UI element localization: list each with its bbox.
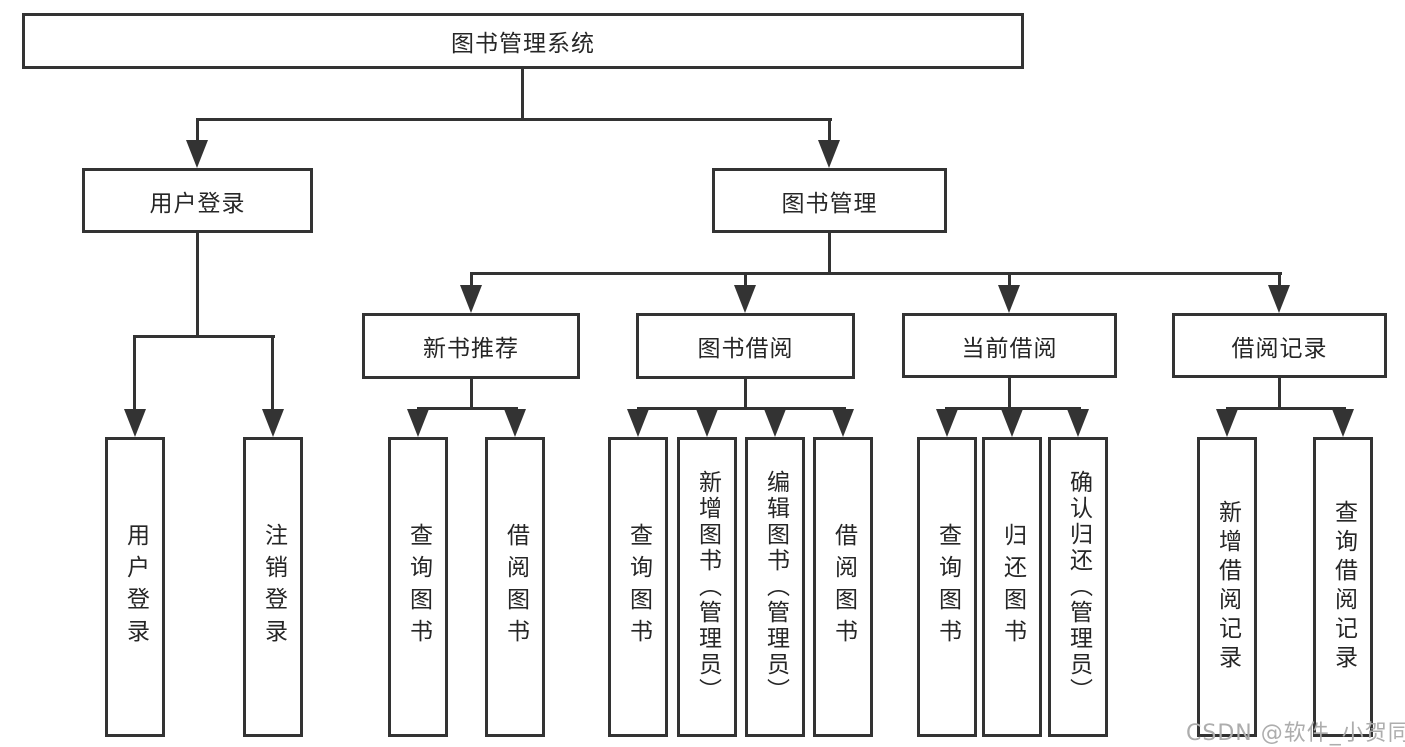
arrowhead-to-borrowing-records xyxy=(1268,285,1290,313)
node-borrowing-records: 借阅记录 xyxy=(1172,313,1387,378)
connector-nbr-stem xyxy=(470,379,473,410)
node-current-borrowing: 当前借阅 xyxy=(902,313,1117,378)
connector-bookborrow-stem xyxy=(744,272,747,288)
connector-cb-stem xyxy=(1008,378,1011,410)
arrowhead-to-nbr-borrow xyxy=(504,409,526,437)
arrowhead-to-br-add xyxy=(1216,409,1238,437)
leaf-bb-query-books: 查询图书 xyxy=(608,437,668,737)
arrowhead-to-bb-borrow xyxy=(832,409,854,437)
leaf-nbr-query-books: 查询图书 xyxy=(388,437,448,737)
arrowhead-to-user-login xyxy=(186,140,208,168)
connector-br-stem xyxy=(1278,378,1281,410)
connector-bookmgmt-bar xyxy=(470,272,1282,275)
arrowhead-to-book-borrowing xyxy=(734,285,756,313)
connector-currentborrow-stem xyxy=(1008,272,1011,288)
csdn-watermark: CSDN @软件_小贺同学 xyxy=(1186,721,1405,746)
connector-newbookrec-stem xyxy=(470,272,473,288)
leaf-br-add-record: 新增借阅记录 xyxy=(1197,437,1257,737)
connector-bb-bar xyxy=(637,407,846,410)
connector-br-bar xyxy=(1226,407,1346,410)
node-new-book-recommend: 新书推荐 xyxy=(362,313,580,379)
arrowhead-to-user-login-leaf xyxy=(124,409,146,437)
connector-root-stem xyxy=(521,66,524,120)
leaf-bb-edit-books-admin: 编辑图书（管理员） xyxy=(745,437,805,737)
leaf-cb-query-books: 查询图书 xyxy=(917,437,977,737)
arrowhead-to-cb-return xyxy=(1001,409,1023,437)
arrowhead-to-bb-query xyxy=(627,409,649,437)
connector-userlogin-bar xyxy=(133,335,275,338)
leaf-bb-borrow-books: 借阅图书 xyxy=(813,437,873,737)
leaf-user-login: 用户登录 xyxy=(105,437,165,737)
connector-cb-bar xyxy=(945,407,1081,410)
arrowhead-to-bb-add xyxy=(696,409,718,437)
node-book-management: 图书管理 xyxy=(712,168,947,233)
arrowhead-to-cb-confirm xyxy=(1067,409,1089,437)
arrowhead-to-current-borrowing xyxy=(998,285,1020,313)
connector-root-userlogin-stem xyxy=(196,118,199,144)
arrowhead-to-nbr-query xyxy=(407,409,429,437)
leaf-br-query-record: 查询借阅记录 xyxy=(1313,437,1373,737)
arrowhead-to-bb-edit xyxy=(764,409,786,437)
leaf-nbr-borrow-books: 借阅图书 xyxy=(485,437,545,737)
leaf-cb-confirm-return-admin: 确认归还（管理员） xyxy=(1048,437,1108,737)
connector-logout-stem xyxy=(271,335,274,411)
arrowhead-to-cb-query xyxy=(936,409,958,437)
connector-bookmgmt-stem xyxy=(828,233,831,275)
leaf-cb-return-books: 归还图书 xyxy=(982,437,1042,737)
arrowhead-to-br-query xyxy=(1332,409,1354,437)
arrowhead-to-new-book-recommend xyxy=(460,285,482,313)
connector-userloginleaf-stem xyxy=(133,335,136,411)
arrowhead-to-logout-leaf xyxy=(262,409,284,437)
arrowhead-to-book-management xyxy=(818,140,840,168)
connector-bb-stem xyxy=(744,379,747,410)
leaf-bb-add-books-admin: 新增图书（管理员） xyxy=(677,437,737,737)
leaf-logout: 注销登录 xyxy=(243,437,303,737)
node-user-login: 用户登录 xyxy=(82,168,313,233)
connector-root-bar xyxy=(196,118,832,121)
node-root-library-system: 图书管理系统 xyxy=(22,13,1024,69)
connector-borrowrecords-stem xyxy=(1278,272,1281,288)
connector-root-bookmgmt-stem xyxy=(828,118,831,144)
connector-nbr-bar xyxy=(417,407,518,410)
connector-userlogin-stem xyxy=(196,233,199,337)
node-book-borrowing: 图书借阅 xyxy=(636,313,855,379)
